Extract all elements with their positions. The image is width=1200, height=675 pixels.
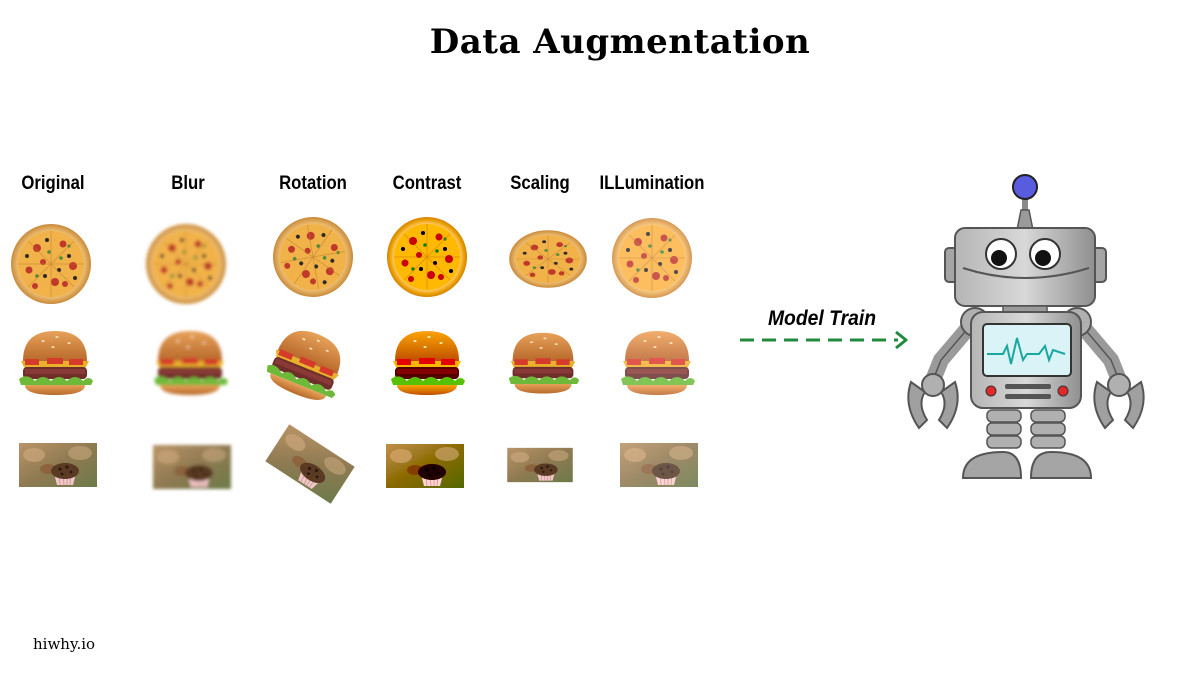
burger-scaling-image xyxy=(488,320,598,410)
burger-illumination-image xyxy=(602,320,712,410)
pizza-contrast-image xyxy=(372,212,482,302)
robot-illustration xyxy=(907,174,1145,479)
column-label-rotation: Rotation xyxy=(279,173,347,194)
muffin-contrast-image xyxy=(370,421,480,511)
muffin-original-image xyxy=(3,420,113,510)
model-train-label: Model Train xyxy=(767,307,877,330)
pizza-illumination-image xyxy=(597,213,707,303)
column-label-scaling: Scaling xyxy=(510,173,570,194)
pizza-blur-image xyxy=(131,219,241,309)
muffin-blur-image xyxy=(137,422,247,512)
burger-blur-image xyxy=(135,320,245,410)
column-label-blur: Blur xyxy=(171,173,205,194)
watermark: hiwhy.io xyxy=(33,635,96,653)
burger-original-image xyxy=(0,320,110,410)
pizza-original-image xyxy=(0,219,106,309)
muffin-illumination-image xyxy=(604,420,714,510)
column-label-contrast: Contrast xyxy=(392,173,462,194)
muffin-scaling-image xyxy=(485,420,595,510)
diagram-title: Data Augmentation xyxy=(429,22,811,62)
pizza-rotation-image xyxy=(256,200,370,314)
burger-rotation-image xyxy=(251,320,361,411)
column-label-original: Original xyxy=(21,173,85,194)
column-label-illumination: ILLumination xyxy=(599,173,705,194)
model-train-arrow xyxy=(740,330,908,350)
burger-contrast-image xyxy=(372,320,482,410)
pizza-scaling-image xyxy=(493,214,603,304)
muffin-rotation-image xyxy=(255,419,365,509)
